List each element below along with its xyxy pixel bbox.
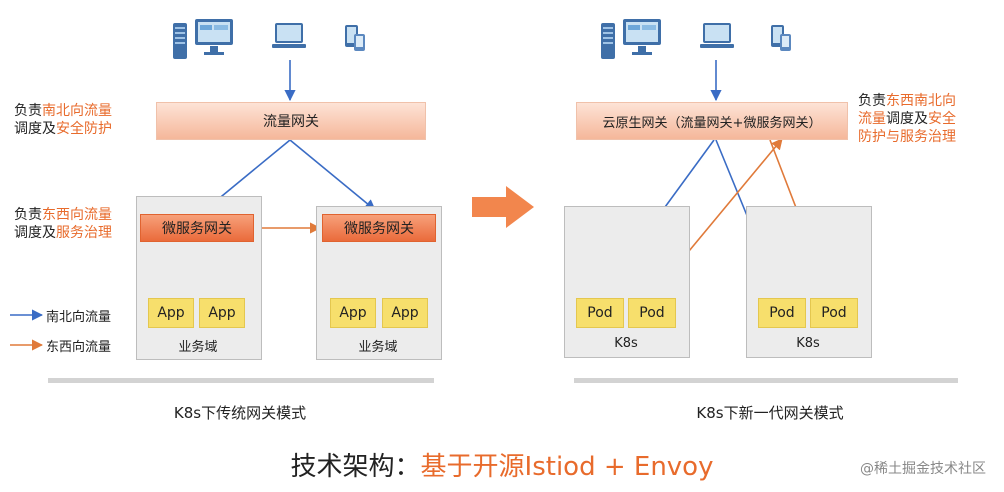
footer-title: 技术架构：基于开源Istiod + Envoy	[290, 452, 714, 482]
traffic-gateway: 流量网关	[156, 102, 426, 140]
microservice-gateway-1: 微服务网关	[140, 214, 254, 242]
mobile-devices-icon	[344, 24, 366, 52]
arrow-left-to-msgw2	[289, 139, 376, 211]
cloud-native-gateway-label: 云原生网关（流量网关+微服务网关）	[602, 115, 822, 131]
legend-east-west: 东西向流量	[46, 340, 112, 355]
mobile-devices-icon	[770, 24, 792, 52]
server-icon	[172, 22, 188, 60]
k8s-cluster-1	[564, 206, 690, 358]
business-domain-label: 业务域	[178, 340, 218, 355]
pod-box: Pod	[576, 298, 624, 328]
monitor-icon	[622, 18, 662, 58]
legend-north-south: 南北向流量	[46, 310, 112, 325]
traffic-gateway-label: 流量网关	[263, 114, 319, 130]
right-note: 负责东西南北向 流量调度及安全 防护与服务治理	[858, 93, 956, 145]
k8s-cluster-2	[746, 206, 872, 358]
business-domain-label: 业务域	[358, 340, 398, 355]
laptop-icon	[272, 22, 306, 52]
right-caption: K8s下新一代网关模式	[696, 404, 844, 422]
left-caption: K8s下传统网关模式	[173, 404, 307, 422]
k8s-label: K8s	[796, 336, 820, 351]
pod-box: Pod	[810, 298, 858, 328]
left-top-note: 负责南北向流量 调度及安全防护	[14, 103, 112, 137]
monitor-icon	[194, 18, 234, 58]
app-box: App	[148, 298, 194, 328]
app-box: App	[330, 298, 376, 328]
pod-box: Pod	[628, 298, 676, 328]
app-box: App	[199, 298, 245, 328]
app-box: App	[382, 298, 428, 328]
microservice-gateway-2: 微服务网关	[322, 214, 436, 242]
server-icon	[600, 22, 616, 60]
right-shelf	[574, 378, 958, 383]
cloud-native-gateway: 云原生网关（流量网关+微服务网关）	[576, 102, 848, 140]
left-mid-note: 负责东西向流量 调度及服务治理	[14, 207, 112, 241]
watermark: @稀土掘金技术社区	[860, 461, 986, 477]
left-shelf	[48, 378, 434, 383]
k8s-label: K8s	[614, 336, 638, 351]
transition-arrow	[472, 186, 534, 228]
laptop-icon	[700, 22, 734, 52]
pod-box: Pod	[758, 298, 806, 328]
